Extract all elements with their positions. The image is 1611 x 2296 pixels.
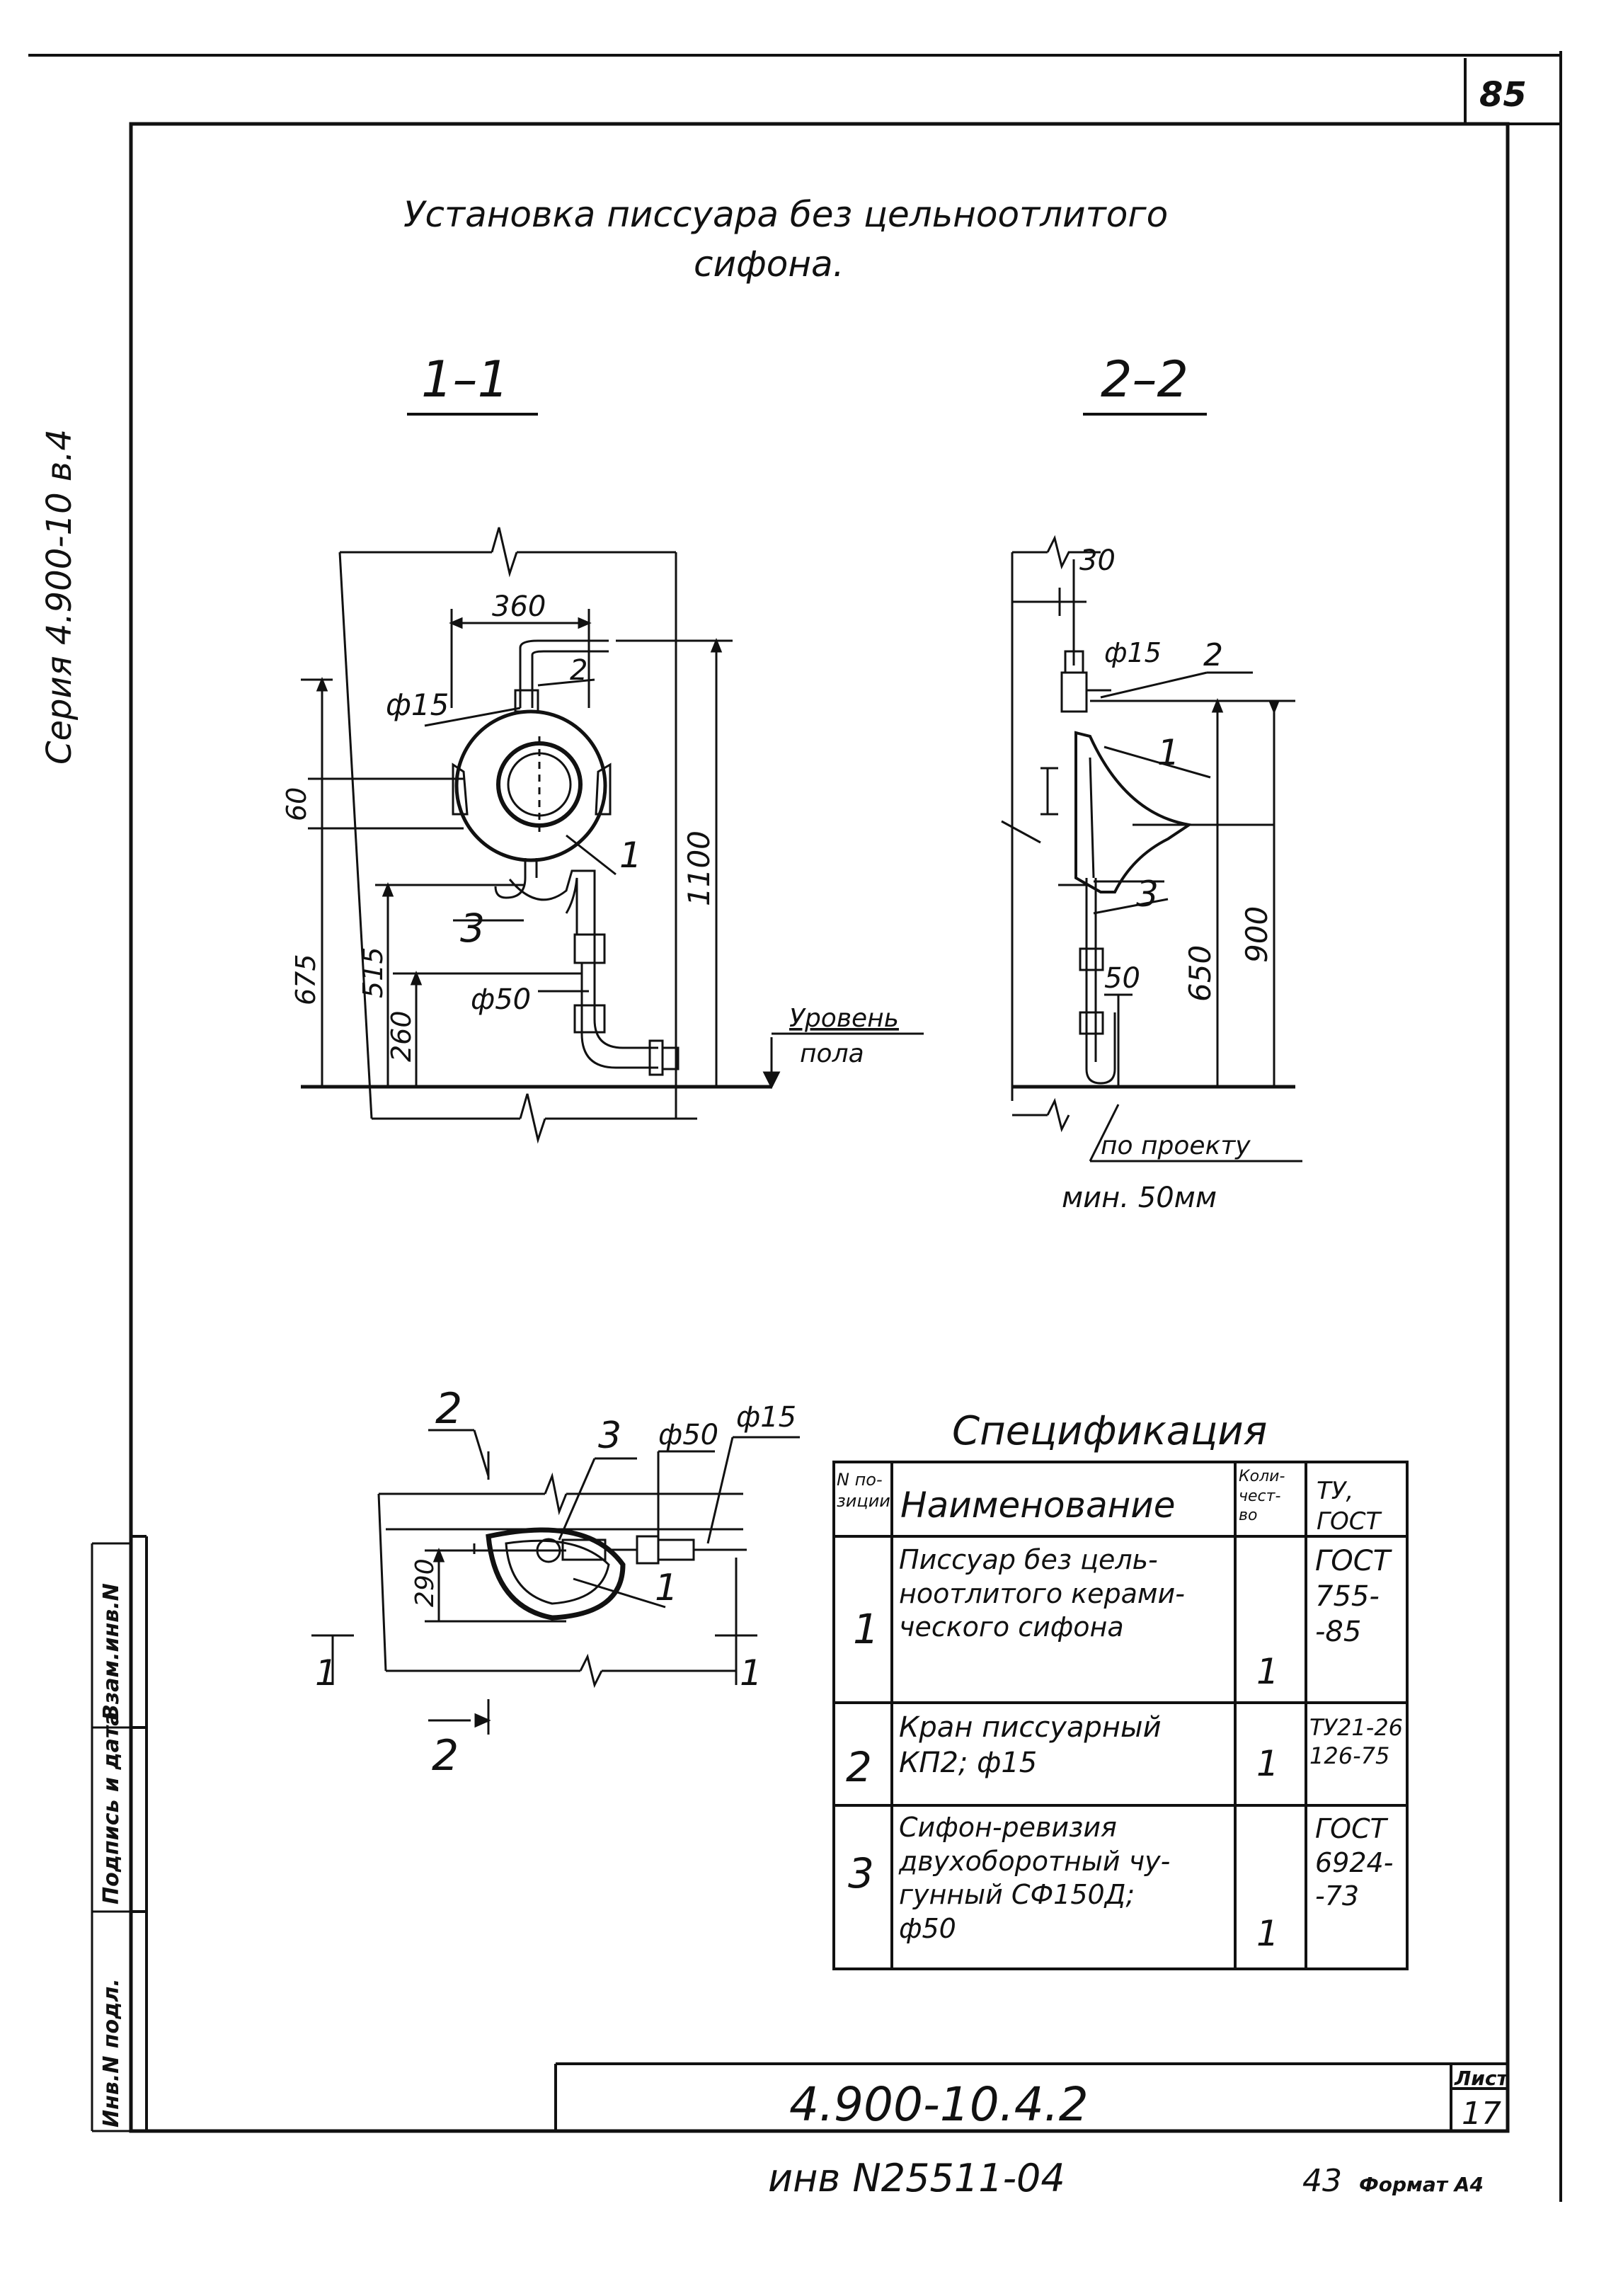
cut2-top: 2: [435, 1384, 462, 1434]
plan-pos3: 3: [598, 1415, 621, 1457]
label-pos1-22: 1: [1157, 732, 1180, 773]
cut2-bottom: 2: [432, 1731, 459, 1781]
spec-row-3-std-line-2: 6924-: [1315, 1846, 1394, 1878]
label-pos3: 3: [460, 906, 485, 951]
spec-row-3-name-line-1: Сифон-ревизия: [899, 1812, 1117, 1843]
dim-290: 290: [411, 1558, 440, 1607]
spec-row-1-std: ГОСТ 755- -85: [1315, 1543, 1404, 1650]
spec-row-2-qty: 1: [1256, 1743, 1279, 1784]
side-series: Серия 4.900-10 в.4: [40, 429, 79, 765]
spec-row-1-std-line-2: 755-: [1315, 1580, 1380, 1613]
label-pos1: 1: [619, 835, 642, 876]
label-phi15: ф15: [386, 687, 449, 722]
label-phi50: ф50: [471, 983, 531, 1016]
view-1-1: [301, 527, 924, 1144]
footer-inv: инв N25511-04: [768, 2156, 1065, 2200]
label-pos2-22: 2: [1203, 637, 1223, 673]
title-line-1: Установка писсуара без цельноотлитого: [403, 194, 1168, 235]
dim-260: 260: [386, 1010, 417, 1062]
cut1-right: 1: [740, 1652, 762, 1694]
label-pos2: 2: [570, 654, 587, 687]
dim-1100: 1100: [682, 830, 716, 906]
section-2-2-label: 2–2: [1101, 350, 1188, 409]
dim-650: 650: [1183, 945, 1217, 1002]
spec-row-1-name-line-3: ческого сифона: [899, 1611, 1124, 1643]
dim-515: 515: [357, 947, 389, 998]
label-phi15-22: ф15: [1104, 637, 1162, 668]
spec-table-grid: [832, 1461, 1409, 1970]
spec-row-3-name-line-3: гунный СФ150Д;: [899, 1879, 1135, 1910]
stamp-sign-label: Подпись и дата: [99, 1711, 124, 1904]
sheet-number: 17: [1462, 2096, 1501, 2132]
dim-50-22: 50: [1104, 962, 1140, 995]
spec-row-1-name: Писсуар без цель- ноотлитого керами- чес…: [899, 1543, 1232, 1645]
floor-level-2: пола: [800, 1039, 864, 1068]
spec-header-name: Наименование: [900, 1485, 1176, 1526]
dim-60: 60: [281, 787, 312, 821]
label-pos3-22: 3: [1136, 874, 1159, 915]
spec-row-2-name-line-1: Кран писсуарный: [899, 1711, 1162, 1744]
plan-pos1: 1: [655, 1567, 678, 1609]
spec-row-3-name-line-2: двухоборотный чу-: [899, 1845, 1171, 1877]
dim-900: 900: [1239, 906, 1274, 963]
note-min-50mm: мин. 50мм: [1062, 1182, 1217, 1214]
plan-phi50: ф50: [658, 1419, 718, 1451]
spec-row-3-num: 3: [848, 1849, 874, 1897]
dim-360: 360: [492, 590, 546, 623]
spec-row-3-qty: 1: [1256, 1913, 1279, 1954]
spec-row-2-name-line-2: КП2; ф15: [899, 1747, 1038, 1779]
spec-header-num: N по- зиции: [837, 1470, 890, 1511]
sheet-frame: [28, 51, 1562, 2202]
page-number: 85: [1479, 75, 1527, 115]
doc-code: 4.900-10.4.2: [789, 2077, 1089, 2132]
spec-row-2-std-line-2: 126-75: [1309, 1742, 1390, 1769]
spec-row-1-name-line-1: Писсуар без цель-: [899, 1544, 1158, 1575]
spec-row-2-num: 2: [846, 1743, 872, 1791]
spec-row-3-std-line-3: -73: [1315, 1880, 1360, 1912]
spec-header-qty: Коли- чест- во: [1239, 1468, 1285, 1524]
spec-row-2-std: ТУ21-26 126-75: [1309, 1713, 1405, 1770]
plan-view: [311, 1429, 800, 1735]
spec-row-2-std-line-1: ТУ21-26: [1309, 1714, 1404, 1741]
floor-level-1: Уровень: [789, 1004, 899, 1033]
spec-row-1-qty: 1: [1256, 1651, 1279, 1692]
spec-row-2-name: Кран писсуарный КП2; ф15: [899, 1710, 1232, 1781]
cut1-left: 1: [315, 1652, 338, 1694]
spec-row-3-std: ГОСТ 6924- -73: [1315, 1812, 1404, 1914]
stamp-replace-label: Взам.инв.N: [99, 1583, 124, 1720]
spec-header-std: ТУ, ГОСТ: [1317, 1477, 1381, 1536]
spec-row-1-std-line-3: -85: [1315, 1616, 1362, 1648]
spec-row-1-name-line-2: ноотлитого керами-: [899, 1577, 1185, 1609]
spec-title: Спецификация: [952, 1408, 1267, 1454]
spec-row-3-name-line-4: ф50: [899, 1912, 956, 1944]
dim-675: 675: [290, 954, 321, 1005]
spec-row-1-std-line-1: ГОСТ: [1315, 1545, 1391, 1577]
title-line-2: сифона.: [694, 244, 844, 285]
section-1-1-label: 1–1: [421, 350, 509, 409]
spec-row-3-name: Сифон-ревизия двухоборотный чу- гунный С…: [899, 1811, 1232, 1946]
dim-30: 30: [1079, 544, 1116, 577]
footer-format: Формат А4: [1359, 2173, 1484, 2196]
footer-copies: 43: [1302, 2163, 1342, 2199]
view-2-2: [1001, 535, 1302, 1163]
stamp-inv-label: Инв.N подл.: [99, 1978, 124, 2127]
sheet-label: Лист: [1454, 2067, 1509, 2090]
note-per-project: по проекту: [1101, 1131, 1251, 1160]
spec-row-3-std-line-1: ГОСТ: [1315, 1813, 1387, 1844]
plan-phi15: ф15: [736, 1401, 796, 1434]
spec-row-1-num: 1: [853, 1605, 879, 1653]
drawing-labels: Установка писсуара без цельноотлитого си…: [40, 75, 1527, 2200]
